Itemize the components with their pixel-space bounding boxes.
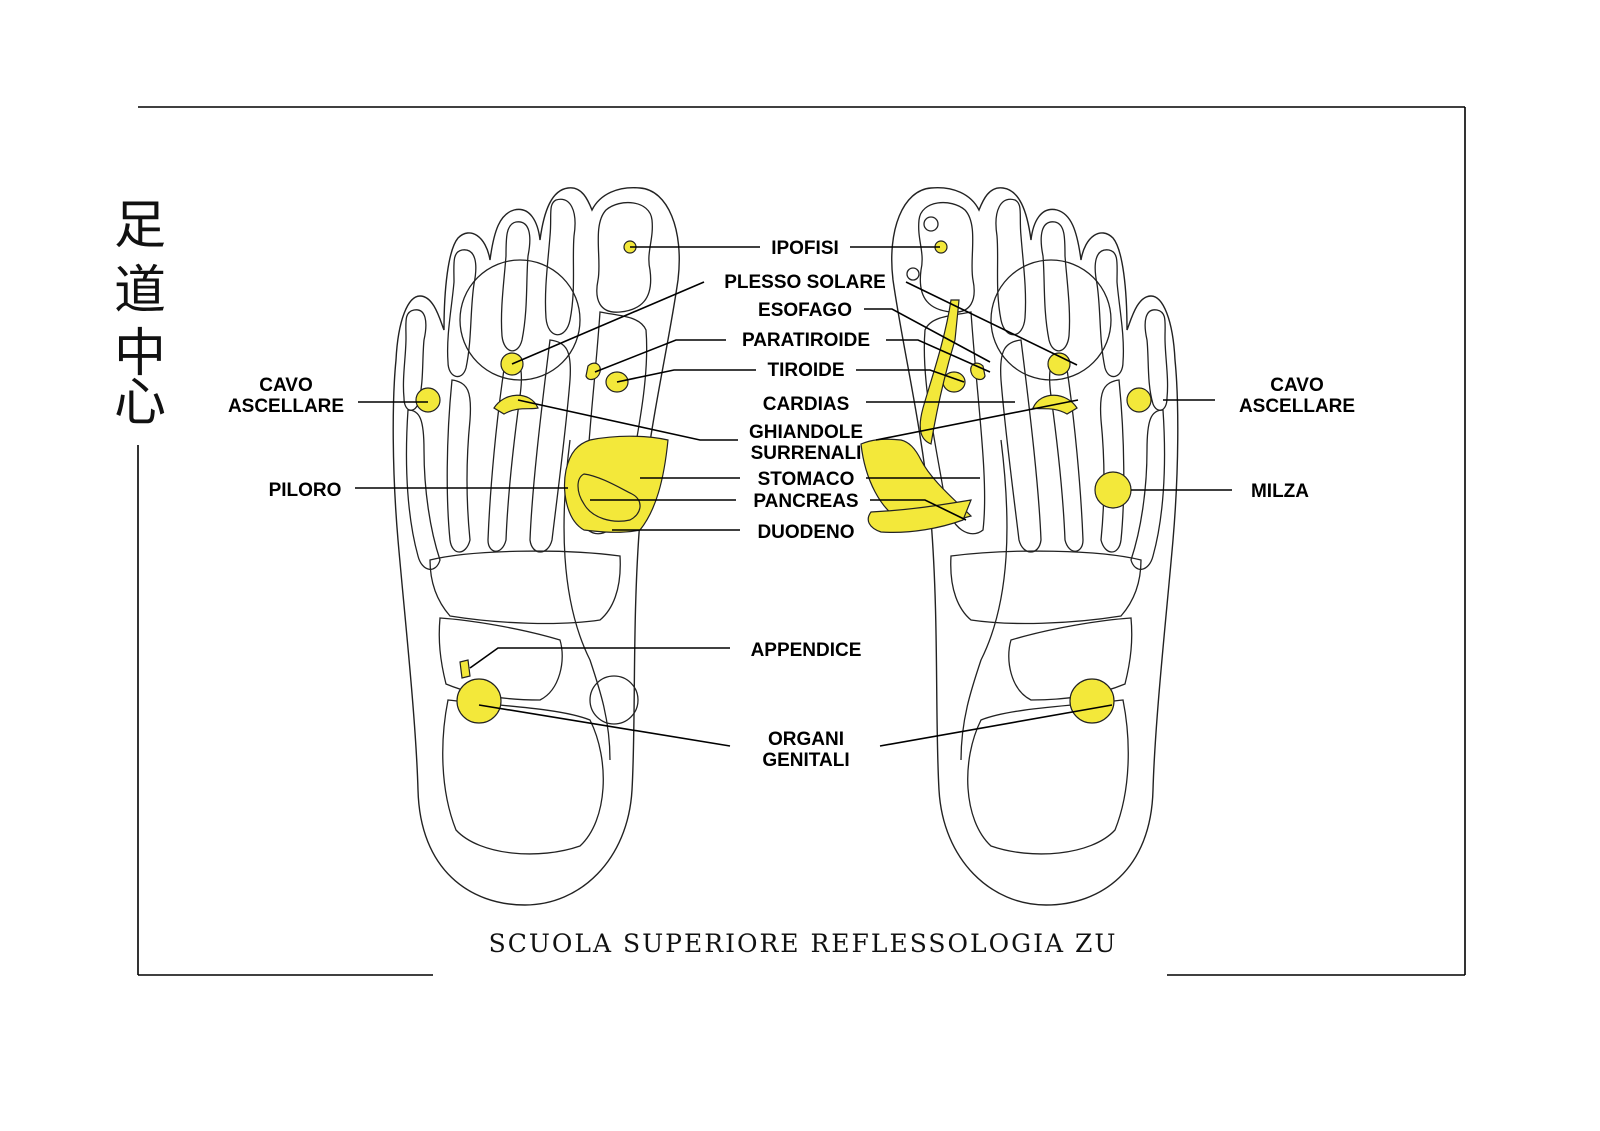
label-appendice: APPENDICE [751,640,862,661]
left-tarsals [429,550,621,625]
leader-tiroide-right [856,369,965,383]
right-metatarsal-5 [1130,409,1166,570]
right-pancreas-zone [867,499,972,533]
right-metatarsal-3 [1048,355,1084,552]
kanji-2: 道 [114,261,166,321]
leader-appendice [469,647,730,669]
right-foot-outline [891,187,1179,906]
label-paratiroide: PARATIROIDE [742,330,870,351]
right-big-toe-ring-1 [923,216,939,232]
left-toe2-bone [544,198,576,336]
right-metatarsal-2 [999,339,1042,553]
left-surrenali-zone [493,394,539,415]
labels: IPOFISI PLESSO SOLARE ESOFAGO PARATIROID… [228,238,1355,771]
label-ghiandole: GHIANDOLE [749,422,863,443]
label-cavo-right: CAVO [1270,375,1323,396]
right-calcaneus [967,699,1129,855]
kanji-logo: 足 道 中 心 [114,196,166,433]
label-duodeno: DUODENO [757,522,854,543]
label-stomaco: STOMACO [758,469,855,490]
leader-organi-left [478,704,731,747]
left-appendice-zone [459,659,471,679]
leader-plesso-left [511,281,705,365]
label-organi: ORGANI [768,729,844,750]
left-paratiroide-zone [585,362,601,381]
label-cavo-left: CAVO [259,375,312,396]
left-toe4-bone [446,249,477,378]
left-big-toe-bone [596,201,653,313]
label-ascellare-right: ASCELLARE [1239,396,1355,417]
right-metatarsal-4 [1099,379,1125,553]
label-pancreas: PANCREAS [753,491,858,512]
kanji-3: 中 [114,324,166,384]
right-cavo-zone [1126,387,1152,413]
footer-brand: SCUOLA SUPERIORE REFLESSOLOGIA ZU [489,929,1118,958]
left-arch-curve [563,439,611,761]
leader-esofago [864,308,991,363]
leader-surrenali-left [517,399,738,441]
right-toe4-bone [1094,249,1125,378]
kanji-1: 足 [114,196,166,256]
left-organi-zone [456,678,502,724]
left-joint-ring [459,259,581,381]
leader-paratiroide-left [594,339,726,373]
right-arch-curve [960,439,1008,761]
right-milza-zone [1094,471,1132,509]
label-plesso-solare: PLESSO SOLARE [724,272,886,293]
leader-tiroide-left [616,369,756,383]
kanji-4: 心 [114,373,166,433]
label-genitali: GENITALI [762,750,849,771]
left-navicular [589,675,639,725]
left-metatarsal-2 [529,339,572,553]
leader-paratiroide-right [886,339,991,373]
label-tiroide: TIROIDE [767,360,844,381]
right-foot [860,187,1179,906]
right-toe2-bone [995,198,1027,336]
left-metatarsal-5 [405,409,441,570]
label-piloro: PILORO [269,480,342,501]
label-ascellare-left: ASCELLARE [228,396,344,417]
right-esofago-zone [919,299,960,445]
leader-surrenali-right [875,399,1079,441]
leader-pancreas-right [870,499,967,521]
left-calcaneus [442,699,604,855]
left-metatarsal-4 [446,379,472,553]
right-big-toe-bone [918,201,975,313]
right-cuboid [1008,617,1133,701]
left-pancreas-zone [577,473,641,522]
label-ipofisi: IPOFISI [771,238,839,259]
leader-lines [355,246,1232,747]
right-joint-ring [990,259,1112,381]
frame [137,106,1466,976]
leader-plesso-right [905,281,1078,366]
right-organi-zone [1069,678,1115,724]
left-cuboid [438,617,563,701]
left-toe3-bone [500,221,531,352]
label-milza: MILZA [1251,481,1309,502]
label-cardias: CARDIAS [763,394,850,415]
left-cavo-zone [415,387,441,413]
left-metatarsal-3 [487,355,523,552]
right-big-toe-ring-2 [906,267,920,281]
label-esofago: ESOFAGO [758,300,852,321]
leader-organi-right [879,704,1113,747]
right-toe3-bone [1040,221,1071,352]
left-foot [392,187,680,906]
right-paratiroide-zone [970,362,986,381]
label-surrenali: SURRENALI [751,443,862,464]
left-foot-outline [392,187,680,906]
right-tarsals [950,550,1142,625]
